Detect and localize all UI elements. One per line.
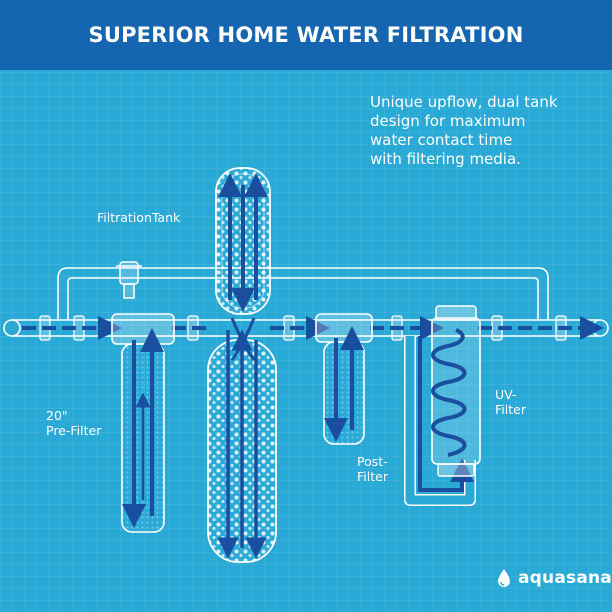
post-filter-label-line: Filter <box>357 469 388 484</box>
description-line: with filtering media. <box>370 150 521 168</box>
description-line: Unique upflow, dual tank <box>370 93 558 111</box>
pre-filter-label-line: 20" <box>46 408 68 423</box>
uv-connector-pipe <box>404 336 476 506</box>
bypass-pipe <box>57 267 549 320</box>
uv-filter-label: UV- Filter <box>495 387 526 417</box>
post-filter-label: Post- Filter <box>357 454 388 484</box>
pre-filter-label: 20" Pre-Filter <box>46 408 101 438</box>
post-filter-label-line: Post- <box>357 454 388 469</box>
post-filter-housing <box>315 313 373 445</box>
description-line: design for maximum <box>370 112 526 130</box>
description-text: Unique upflow, dual tank design for maxi… <box>370 93 600 169</box>
description-line: water contact time <box>370 131 513 149</box>
bypass-valve <box>116 261 142 299</box>
uv-filter-label-line: UV- <box>495 387 517 402</box>
title-banner: SUPERIOR HOME WATER FILTRATION <box>0 0 612 70</box>
filtration-tank <box>215 167 271 315</box>
brand-name: aquasana <box>518 568 612 588</box>
pre-filter-housing <box>111 313 175 533</box>
uv-filter-label-line: Filter <box>495 402 526 417</box>
water-drop-icon <box>498 569 510 587</box>
brand-logo: aquasana <box>496 568 612 588</box>
uv-filter-unit <box>431 305 481 477</box>
filtration-tank-label: FiltrationTank <box>97 210 181 225</box>
media-tank <box>207 317 277 563</box>
pre-filter-label-line: Pre-Filter <box>46 423 102 438</box>
page-title: SUPERIOR HOME WATER FILTRATION <box>88 23 524 47</box>
